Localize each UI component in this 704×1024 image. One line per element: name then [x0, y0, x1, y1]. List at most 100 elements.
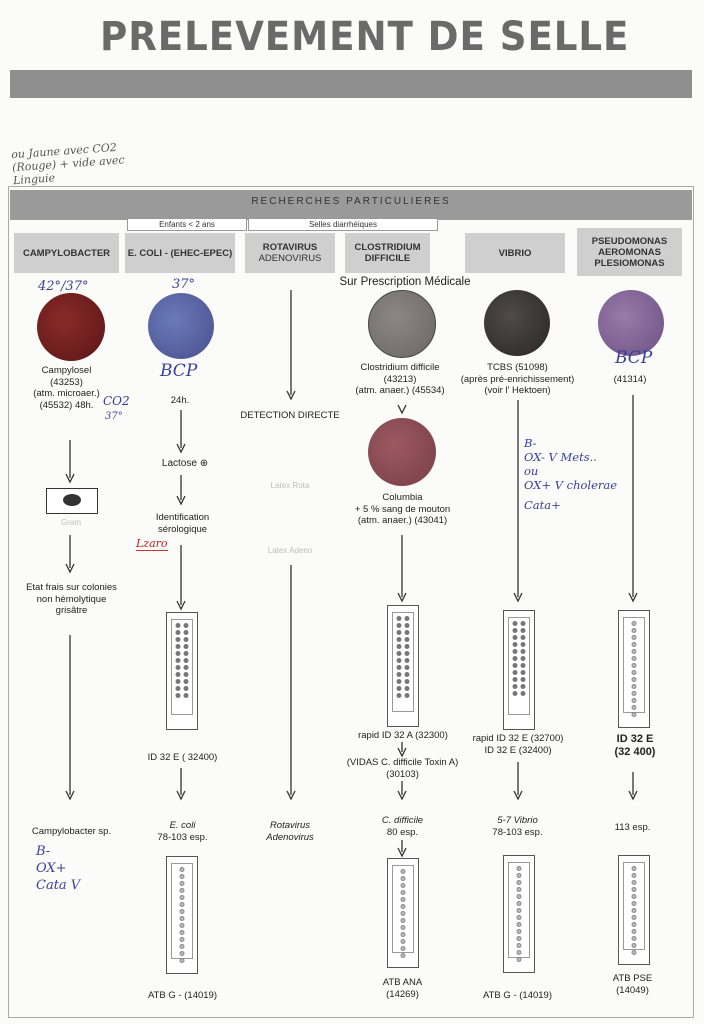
section-header-bar [10, 190, 692, 220]
vibrio-media: TCBS (51098) (après pré-enrichissement) … [455, 362, 580, 397]
col-label: CAMPYLOBACTER [22, 247, 111, 259]
clostri-result-1: C. difficile [381, 815, 424, 826]
vibrio-hand-notes: B- OX- V Mets.. ou OX+ V cholerae Cata+ [524, 436, 617, 512]
strip-wells [400, 869, 406, 958]
ecoli-id-strip [166, 612, 198, 730]
tcbs-plate [484, 290, 550, 356]
strip-wells [175, 623, 189, 698]
arrowhead [286, 790, 296, 801]
campy-fresh-2: non hémolytique [36, 593, 107, 605]
campy-media-time: (45532) 48h. [39, 399, 94, 411]
campy-hand-result: B- OX+ Cata V [36, 843, 80, 894]
campy-fresh-3: grisâtre [55, 605, 88, 616]
arrowhead [176, 600, 186, 611]
clostri-result-2: 80 esp. [386, 826, 419, 838]
clostri-vidas-2: (30103) [386, 768, 419, 780]
strip-wells [179, 867, 185, 963]
arrowhead [628, 592, 638, 603]
rota-result: Rotavirus Adenovirus [245, 820, 335, 843]
pseudo-id-1: ID 32 E [616, 733, 654, 745]
gram-label: Gram [61, 518, 81, 527]
ecoli-hand-bcp: BCP [160, 361, 198, 381]
strip-wells [631, 866, 637, 955]
campy-hand-r3: Cata V [36, 878, 81, 893]
ecoli-hand-note: Lzaro [136, 537, 168, 551]
col-label: DIFFICILE [364, 253, 411, 264]
vibrio-hand-2: OX- V Mets.. [524, 450, 597, 464]
strip-window [623, 617, 645, 717]
ecoli-id-label: ID 32 E ( 32400) [147, 752, 218, 763]
col-ecoli: E. COLI - (EHEC-EPEC) [125, 233, 235, 273]
clostri-atb-strip [387, 858, 419, 968]
vibrio-media-3: (voir l' Hektoen) [484, 385, 551, 396]
vibrio-result: 5-7 Vibrio 78-103 esp. [475, 815, 560, 838]
col-label: PLESIOMONAS [594, 257, 665, 269]
rota-faint-2: Latex Adeno [267, 546, 313, 555]
pseudo-hand-bcp: BCP [615, 348, 653, 368]
arrowhead [513, 790, 523, 801]
clostri-id-strip [387, 605, 419, 727]
arrowhead [397, 747, 407, 758]
ecoli-time: 24h. [170, 395, 190, 406]
clostri-atb: ATB ANA (14269) [360, 977, 445, 1000]
vibrio-media-1: TCBS (51098) [487, 362, 548, 373]
arrowhead [65, 790, 75, 801]
col-label: E. COLI - (EHEC-EPEC) [127, 247, 233, 259]
col-label: ROTAVIRUS [262, 242, 318, 253]
title-bar [10, 70, 692, 98]
strip-window [623, 862, 645, 955]
strip-window [508, 617, 530, 715]
gram-slide [46, 488, 98, 514]
campy-hand-r2: OX+ [36, 861, 67, 876]
campy-hand-co2: CO2 [103, 394, 130, 408]
strip-wells [516, 866, 522, 962]
vibrio-id-1: rapid ID 32 E (32700) [472, 733, 564, 744]
campy-media-code: (43253) [50, 376, 83, 388]
vibrio-result-1: 5-7 Vibrio [497, 815, 538, 826]
diagram-frame [8, 186, 694, 1018]
clostri-atb-1: ATB ANA [382, 977, 423, 988]
campy-hand-temp: 42°/37° [38, 279, 89, 294]
pseudo-code: (41314) [613, 374, 647, 385]
ecoli-result-1: E. coli [169, 820, 196, 831]
ecoli-lactose: Lactose ⊕ [161, 458, 209, 469]
campy-media-name: Campylosel [41, 365, 92, 376]
vibrio-hand-5: Cata+ [524, 498, 561, 512]
col-label: PSEUDOMONAS [591, 235, 668, 247]
clostri-col-3: (atm. anaer.) (43041) [357, 515, 448, 526]
arrowhead [286, 390, 296, 401]
vibrio-hand-1: B- [524, 436, 537, 450]
campy-hand-37: 37° [105, 411, 123, 422]
col-label: CLOSTRIDIUM [354, 242, 421, 253]
arrowhead [397, 404, 407, 415]
vibrio-id: rapid ID 32 E (32700) ID 32 E (32400) [462, 733, 574, 756]
campy-media-label: Campylosel (43253) (atm. microaer.) (455… [14, 365, 119, 411]
vibrio-atb: ATB G - (14019) [483, 990, 552, 1001]
columbia-plate [368, 418, 436, 486]
col-campylobacter: CAMPYLOBACTER [14, 233, 119, 273]
ecoli-atb-label: ATB G - (14019) [148, 990, 217, 1001]
section-header: RECHERCHES PARTICULIERES [251, 196, 451, 207]
strip-window [171, 619, 193, 715]
ecoli-hand-temp: 37° [172, 277, 196, 292]
clostri-columbia: Columbia + 5 % sang de mouton (atm. anae… [340, 492, 465, 527]
arrowhead [397, 790, 407, 801]
strip-window [392, 865, 414, 958]
clostri-result: C. difficile 80 esp. [360, 815, 445, 838]
strip-wells [512, 621, 526, 696]
vibrio-hand-3: ou [524, 464, 539, 478]
col-label: AEROMONAS [598, 246, 661, 258]
rota-result-1: Rotavirus [269, 820, 311, 831]
subtab-diarrhea: Selles diarrhéiques [248, 218, 438, 231]
page-title: PRELEVEMENT DE SELLE [100, 14, 630, 60]
campy-media-atm: (atm. microaer.) [33, 388, 100, 399]
strip-window [508, 862, 530, 962]
rota-result-2: Adenovirus [266, 831, 314, 843]
strip-wells [396, 616, 410, 698]
rota-detect: DETECTION DIRECTE [240, 410, 340, 421]
clostridium-plate [368, 290, 436, 358]
strip-wells [631, 621, 637, 717]
